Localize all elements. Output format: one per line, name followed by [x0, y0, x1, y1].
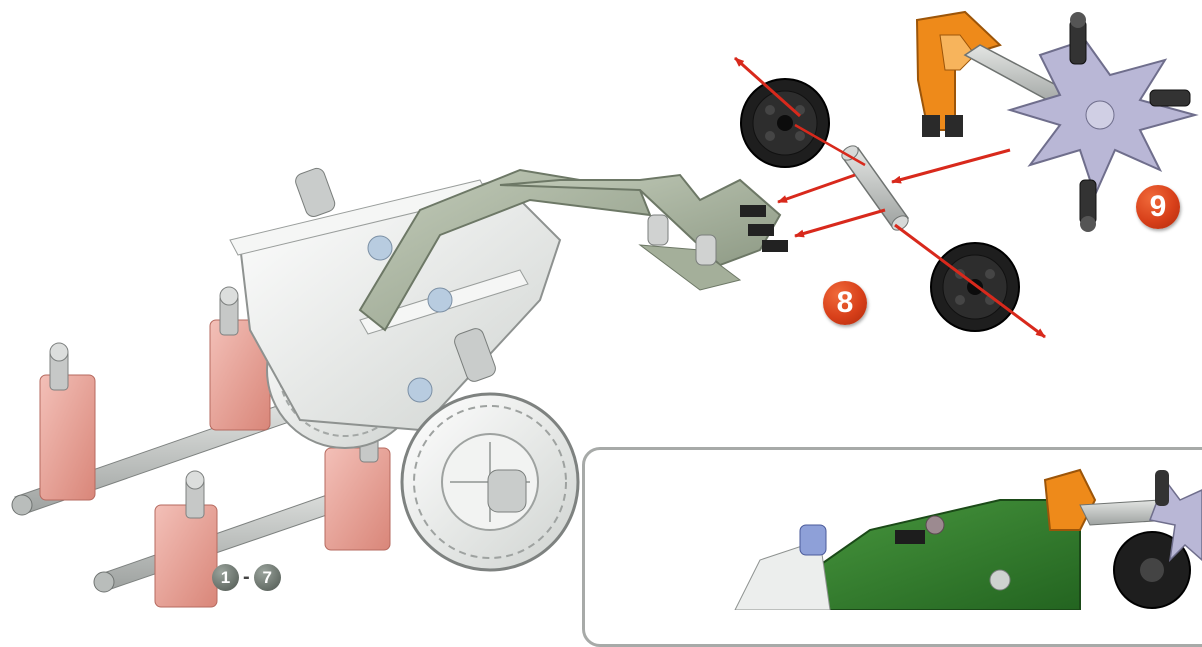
- steps-range-label: 1 - 7: [212, 563, 281, 591]
- step-badge-8: 8: [823, 281, 867, 325]
- arrow-icon: [778, 175, 855, 202]
- wheel-top: [741, 79, 829, 167]
- inset-frame: [582, 447, 1202, 647]
- pink-connector-1: [40, 343, 95, 500]
- step-range-separator: -: [243, 566, 250, 589]
- step-badge-9: 9: [1136, 185, 1180, 229]
- white-wheel: [402, 394, 578, 570]
- base-model: [12, 166, 578, 607]
- arrow-icon: [892, 150, 1010, 182]
- wheel-bottom: [931, 243, 1019, 331]
- arrow-icon: [795, 210, 885, 236]
- orange-connector: [917, 12, 1000, 137]
- step-range-end-badge: 7: [254, 564, 281, 591]
- pink-connector-3: [155, 471, 217, 607]
- step-range-start-badge: 1: [212, 564, 239, 591]
